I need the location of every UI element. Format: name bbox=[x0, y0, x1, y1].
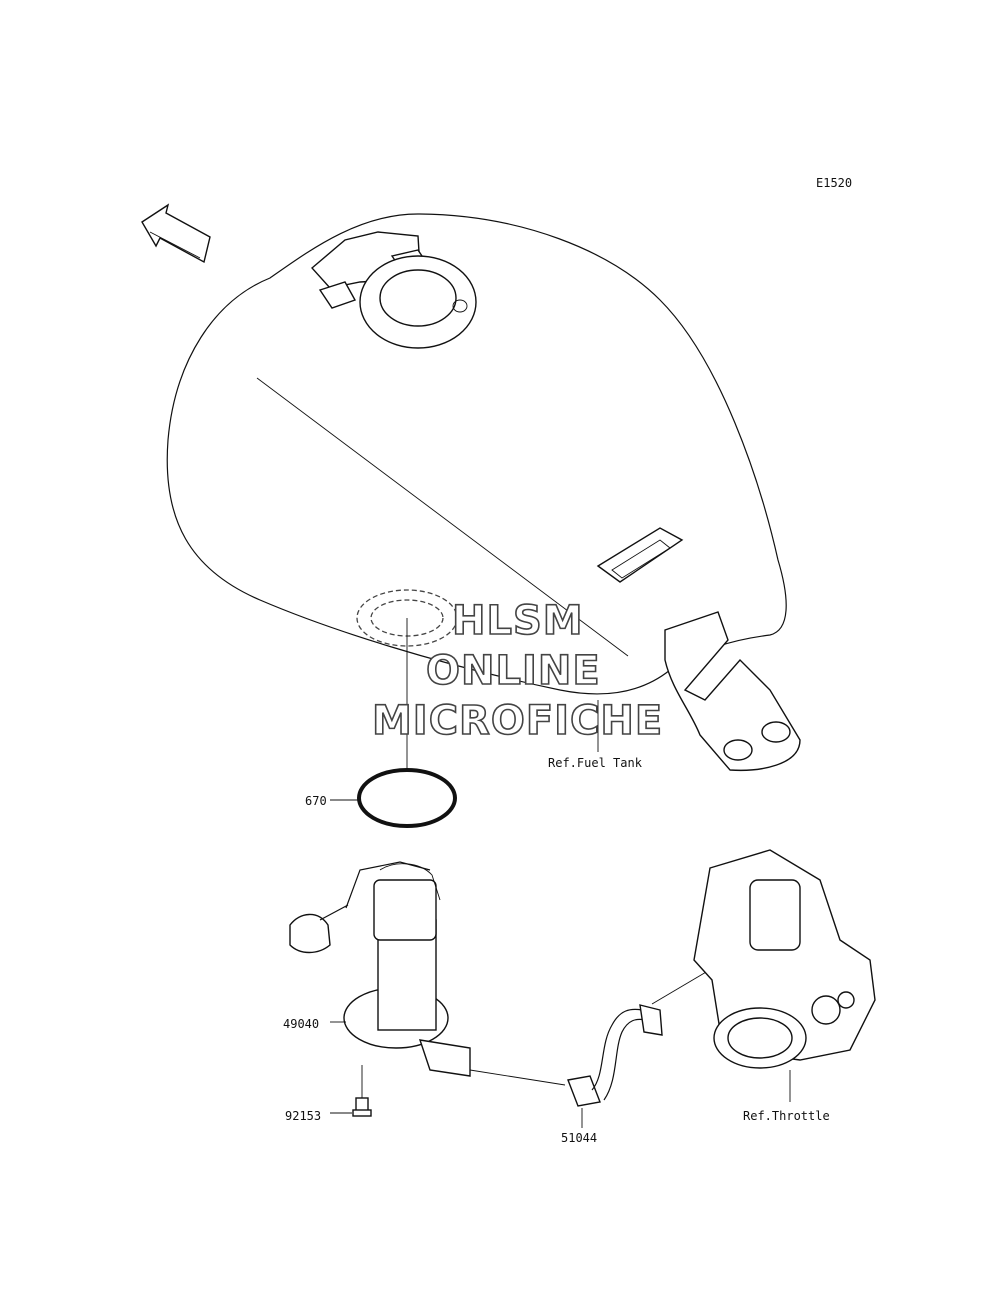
watermark-line-1: HLSM bbox=[451, 597, 584, 645]
hose-51044-drawing bbox=[567, 964, 719, 1128]
gasket-670-drawing bbox=[330, 768, 457, 828]
part-number-label[interactable]: 49040 bbox=[283, 1017, 320, 1031]
fuel-tank-drawing bbox=[166, 213, 801, 772]
part-number-label[interactable]: 51044 bbox=[561, 1131, 598, 1145]
part-number-label[interactable]: 92153 bbox=[285, 1109, 322, 1123]
ref-fuel-tank-label: Ref.Fuel Tank bbox=[548, 756, 642, 770]
diagram-code: E1520 bbox=[816, 176, 853, 190]
watermark-line-2: ONLINE bbox=[425, 647, 601, 695]
fuel-pump-49040-drawing bbox=[289, 861, 566, 1086]
screw-92153-drawing bbox=[330, 1065, 372, 1117]
ref-throttle-label: Ref.Throttle bbox=[743, 1109, 830, 1123]
watermark-line-3: MICROFICHE bbox=[371, 697, 664, 745]
throttle-body-drawing bbox=[693, 849, 876, 1102]
part-number-label[interactable]: 670 bbox=[305, 794, 327, 808]
front-arrow-icon bbox=[141, 203, 211, 264]
